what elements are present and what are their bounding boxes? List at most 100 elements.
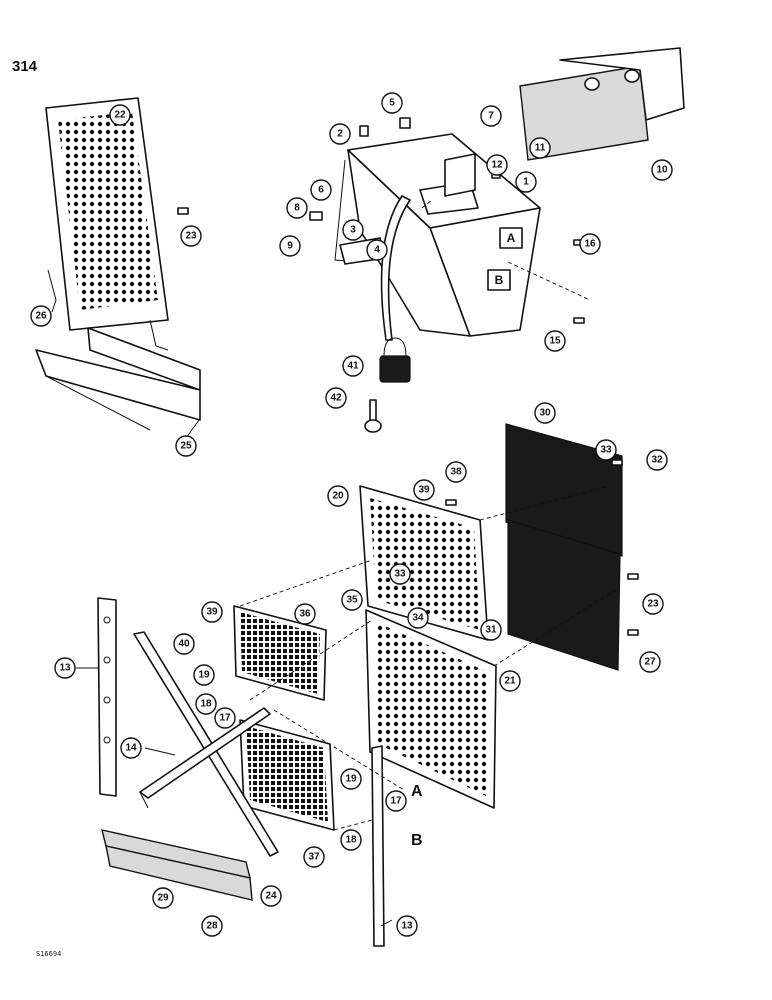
svg-text:12: 12 bbox=[491, 160, 503, 171]
callout-9: 9 bbox=[279, 235, 301, 257]
svg-text:18: 18 bbox=[200, 699, 212, 710]
svg-text:36: 36 bbox=[299, 609, 311, 620]
callout-41: 41 bbox=[342, 355, 364, 377]
svg-text:4: 4 bbox=[374, 245, 380, 256]
svg-text:3: 3 bbox=[350, 225, 356, 236]
svg-text:9: 9 bbox=[287, 241, 293, 252]
bracket-13-right bbox=[371, 745, 385, 947]
callout-23-a: 23 bbox=[180, 225, 202, 247]
svg-text:18: 18 bbox=[345, 835, 357, 846]
svg-text:27: 27 bbox=[644, 657, 656, 668]
svg-text:16: 16 bbox=[584, 239, 596, 250]
bolt-hardware bbox=[177, 117, 639, 636]
callout-6: 6 bbox=[310, 179, 332, 201]
figure-code: S16694 bbox=[36, 950, 62, 958]
callout-34: 34 bbox=[407, 607, 429, 629]
box-label-a: A bbox=[507, 231, 516, 245]
callout-27: 27 bbox=[639, 651, 661, 673]
shroud-box-1: A B bbox=[334, 133, 541, 337]
callout-13-right: 13 bbox=[396, 915, 418, 937]
svg-text:39: 39 bbox=[418, 485, 430, 496]
callout-33-b: 33 bbox=[389, 563, 411, 585]
svg-text:19: 19 bbox=[345, 774, 357, 785]
svg-text:21: 21 bbox=[504, 676, 516, 687]
svg-text:40: 40 bbox=[178, 639, 190, 650]
callout-42: 42 bbox=[325, 387, 347, 409]
svg-text:19: 19 bbox=[198, 670, 210, 681]
callout-32: 32 bbox=[646, 449, 668, 471]
callout-30: 30 bbox=[534, 402, 556, 424]
svg-text:17: 17 bbox=[390, 796, 402, 807]
padlock-41 bbox=[379, 337, 411, 383]
callout-19-b: 19 bbox=[340, 768, 362, 790]
svg-text:39: 39 bbox=[206, 607, 218, 618]
callout-36: 36 bbox=[294, 603, 316, 625]
callout-1: 1 bbox=[515, 171, 537, 193]
svg-text:38: 38 bbox=[450, 467, 462, 478]
section-letter-b: B bbox=[411, 832, 423, 849]
box-label-b: B bbox=[495, 273, 504, 287]
svg-text:15: 15 bbox=[549, 336, 561, 347]
seal-plates-10 bbox=[519, 47, 685, 161]
callout-40: 40 bbox=[173, 633, 195, 655]
callout-17-a: 17 bbox=[214, 707, 236, 729]
callout-11: 11 bbox=[529, 137, 551, 159]
svg-text:10: 10 bbox=[656, 165, 668, 176]
callout-20: 20 bbox=[327, 485, 349, 507]
svg-text:1: 1 bbox=[523, 177, 529, 188]
callout-18-a: 18 bbox=[195, 693, 217, 715]
channel-seal-25 bbox=[35, 327, 201, 431]
callout-3: 3 bbox=[342, 219, 364, 241]
svg-text:8: 8 bbox=[294, 203, 300, 214]
callout-21: 21 bbox=[499, 670, 521, 692]
callout-18-b: 18 bbox=[340, 829, 362, 851]
callout-39-a: 39 bbox=[413, 479, 435, 501]
callout-24: 24 bbox=[260, 885, 282, 907]
perforated-panel-22 bbox=[45, 97, 169, 351]
callout-8: 8 bbox=[286, 197, 308, 219]
callout-31: 31 bbox=[480, 619, 502, 641]
svg-text:23: 23 bbox=[185, 231, 197, 242]
callout-13-left: 13 bbox=[54, 657, 76, 679]
section-letter-a: A bbox=[411, 783, 423, 800]
callout-25: 25 bbox=[175, 435, 197, 457]
svg-text:13: 13 bbox=[401, 921, 413, 932]
callout-5: 5 bbox=[381, 92, 403, 114]
callout-28: 28 bbox=[201, 915, 223, 937]
callout-23-b: 23 bbox=[642, 593, 664, 615]
svg-text:35: 35 bbox=[346, 595, 358, 606]
svg-text:32: 32 bbox=[651, 455, 663, 466]
callout-16: 16 bbox=[579, 233, 601, 255]
svg-text:11: 11 bbox=[535, 143, 546, 154]
mesh-screen-37 bbox=[239, 719, 335, 831]
svg-text:6: 6 bbox=[318, 185, 324, 196]
svg-text:29: 29 bbox=[157, 893, 169, 904]
mat-31 bbox=[507, 519, 621, 671]
svg-text:33: 33 bbox=[600, 445, 612, 456]
svg-text:20: 20 bbox=[332, 491, 344, 502]
svg-text:31: 31 bbox=[485, 625, 497, 636]
arrow-to-lock bbox=[380, 195, 411, 341]
svg-text:33: 33 bbox=[394, 569, 406, 580]
svg-text:37: 37 bbox=[308, 852, 320, 863]
callout-14: 14 bbox=[120, 737, 142, 759]
callout-19-a: 19 bbox=[193, 664, 215, 686]
svg-text:5: 5 bbox=[389, 98, 395, 109]
svg-text:30: 30 bbox=[539, 408, 551, 419]
svg-text:17: 17 bbox=[219, 713, 231, 724]
callout-4: 4 bbox=[366, 239, 388, 261]
callout-29: 29 bbox=[152, 887, 174, 909]
callout-39-b: 39 bbox=[201, 601, 223, 623]
callout-38: 38 bbox=[445, 461, 467, 483]
mesh-screen-36 bbox=[233, 605, 327, 701]
svg-text:42: 42 bbox=[330, 393, 342, 404]
mat-30 bbox=[505, 423, 623, 557]
svg-text:28: 28 bbox=[206, 921, 218, 932]
leader-lines bbox=[76, 199, 617, 927]
callout-35: 35 bbox=[341, 589, 363, 611]
callout-15: 15 bbox=[544, 330, 566, 352]
perforated-panel-20 bbox=[359, 485, 489, 641]
svg-text:14: 14 bbox=[125, 743, 137, 754]
svg-text:7: 7 bbox=[488, 111, 494, 122]
key-42 bbox=[364, 399, 382, 433]
